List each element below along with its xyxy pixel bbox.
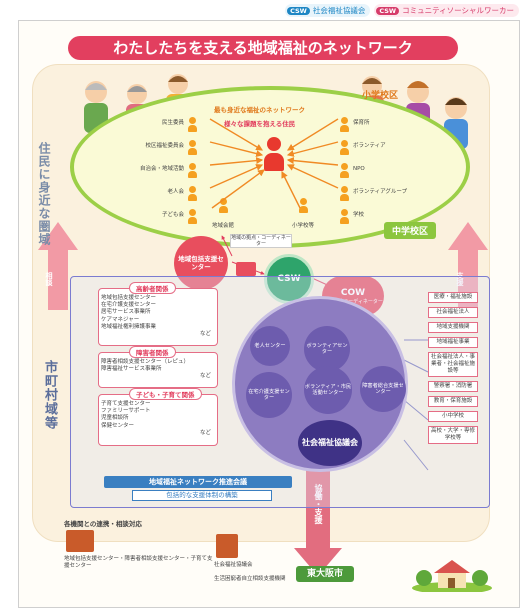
office-building-icon xyxy=(66,530,94,552)
purple-node: 在宅介護支援センター xyxy=(246,372,292,418)
network-council-bar: 地域福祉ネットワーク推進会議 xyxy=(104,476,292,488)
partner-box: 教育・保育施設 xyxy=(428,396,478,407)
es-heading-network: 最も身近な福祉のネットワーク xyxy=(214,106,305,114)
csw-circle: CSW xyxy=(264,254,314,304)
purple-node: 障害者総合支援センター xyxy=(360,366,406,412)
person-icon xyxy=(188,116,197,132)
person-icon xyxy=(188,208,197,224)
purple-node: ボランティア・市民活動センター xyxy=(304,366,352,414)
arrow-label-cooperation: 協働・支援 xyxy=(314,484,323,524)
person-icon xyxy=(340,162,349,178)
partner-box: 地域支援機関 xyxy=(428,322,478,333)
es-bottom-item: 地域会館 xyxy=(212,198,234,231)
person-icon xyxy=(188,139,197,155)
es-center-box: 地域の拠点・コーディネーター xyxy=(230,234,292,248)
house-illustration xyxy=(412,560,492,592)
es-left-item: 自治会・地域活動 xyxy=(118,158,203,181)
es-left-list: 民生委員 校区福祉委員会 自治会・地域活動 老人会 子ども会 xyxy=(118,112,203,227)
person-icon xyxy=(340,116,349,132)
partner-box: 高校・大学・専修学校等 xyxy=(428,426,478,444)
es-right-list: 保育所 ボランティア NPO ボランティアグループ 学校 xyxy=(340,112,430,227)
es-right-item: 学校 xyxy=(340,204,430,227)
partner-box: 医療・福祉施設 xyxy=(428,292,478,303)
purple-node: 老人センター xyxy=(250,326,290,366)
partner-box: 小中学校 xyxy=(428,411,478,422)
disability-services-card: 障害者関係 障害者相談支援センター（レピュ）障害福祉サービス事業所など xyxy=(98,346,218,388)
building-icon xyxy=(236,262,256,276)
person-icon xyxy=(340,208,349,224)
es-left-item: 子ども会 xyxy=(118,204,203,227)
bottom-item-centers: 地域包括支援センター・障害者相談支援センター・子育て支援センター xyxy=(64,556,213,569)
comprehensive-support-center-circle: 地域包括支援センター xyxy=(174,236,228,290)
bottom-item-support: 生活困窮者自立相談支援機関 xyxy=(214,576,286,582)
partner-box: 社会福祉法人・事業者・社会福祉施設等 xyxy=(428,352,478,377)
partner-box: 警察署・消防署 xyxy=(428,381,478,392)
council-building-icon xyxy=(216,534,238,558)
es-right-item: 保育所 xyxy=(340,112,430,135)
es-left-item: 老人会 xyxy=(118,181,203,204)
arrow-label-consult: 相談 xyxy=(45,272,53,286)
arrow-label-support: 支援 xyxy=(456,272,464,286)
elderly-services-card: 高齢者関係 地域包括支援センター在宅介護支援センター居宅サービス事業所ケアマネジ… xyxy=(98,282,218,346)
partner-box: 社会福祉法人 xyxy=(428,307,478,318)
person-icon xyxy=(188,162,197,178)
es-bottom-item: 小学校等 xyxy=(292,198,314,231)
es-right-item: ボランティア xyxy=(340,135,430,158)
middle-school-label: 中学校区 xyxy=(384,222,437,239)
council-center-node: 社会福祉協議会 xyxy=(298,420,362,466)
person-icon xyxy=(188,185,197,201)
elementary-school-label: 小学校区 xyxy=(362,91,399,101)
es-right-item: ボランティアグループ xyxy=(340,181,430,204)
childcare-services-card: 子ども・子育て関係 子育て支援センターファミリーサポート児童相談所保健センターな… xyxy=(98,388,218,446)
es-left-item: 校区福祉委員会 xyxy=(118,135,203,158)
city-name-banner: 東大阪市 xyxy=(296,566,354,582)
person-icon xyxy=(218,198,228,213)
person-icon xyxy=(298,198,308,213)
page-title: わたしたちを支える地域福祉のネットワーク xyxy=(68,36,458,60)
person-icon xyxy=(340,139,349,155)
resident-figure-icon xyxy=(264,137,284,171)
comprehensive-system-bar: 包括的な支援体制の構築 xyxy=(132,490,272,501)
es-left-item: 民生委員 xyxy=(118,112,203,135)
bottom-item-council: 社会福祉協議会 xyxy=(214,562,253,568)
partner-box: 地域福祉事業 xyxy=(428,337,478,348)
bottom-section-label: 各機関との連携・相談対応 xyxy=(64,520,142,528)
es-right-item: NPO xyxy=(340,158,430,181)
right-partner-list: 医療・福祉施設 社会福祉法人 地域支援機関 地域福祉事業 社会福祉法人・事業者・… xyxy=(428,292,478,444)
person-icon xyxy=(340,185,349,201)
es-heading-residents: 様々な課題を抱える住民 xyxy=(224,120,296,128)
purple-node: ボランティアセンター xyxy=(304,326,350,372)
city-area-label: 市町村域等 xyxy=(42,360,57,430)
resident-area-label: 住民に身近な圏域 xyxy=(37,142,51,246)
